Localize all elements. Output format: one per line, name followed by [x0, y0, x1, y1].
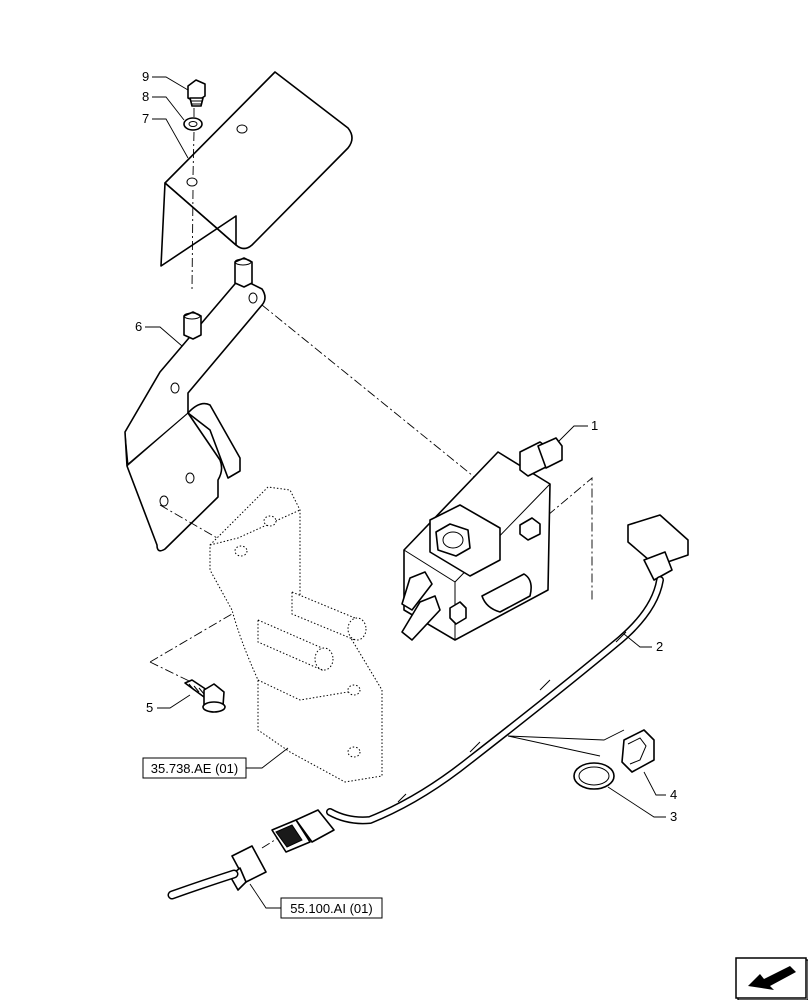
callout-7: 7 — [142, 111, 189, 159]
callout-2: 2 — [623, 633, 663, 654]
callout-label-4: 4 — [670, 787, 677, 802]
callout-6: 6 — [135, 319, 183, 347]
callout-label-6: 6 — [135, 319, 142, 334]
arrow-navigation-icon[interactable] — [735, 957, 808, 1000]
callout-label-3: 3 — [670, 809, 677, 824]
mating-connector — [167, 845, 267, 900]
valve-block — [401, 437, 563, 641]
callout-3: 3 — [607, 786, 677, 824]
frame-bracket-reference-part — [209, 486, 383, 783]
callout-label-7: 7 — [142, 111, 149, 126]
callout-label-2: 2 — [656, 639, 663, 654]
bolt-small — [187, 79, 206, 107]
cover-plate — [160, 71, 353, 267]
wire-harness — [271, 514, 689, 853]
callout-9: 9 — [142, 69, 189, 91]
reference-frame-label[interactable]: 35.738.AE (01) — [151, 761, 238, 776]
callout-8: 8 — [142, 89, 185, 121]
callout-4: 4 — [643, 771, 677, 802]
callout-label-8: 8 — [142, 89, 149, 104]
reference-harness-box[interactable]: 55.100.AI (01) — [249, 883, 383, 919]
reference-harness-label[interactable]: 55.100.AI (01) — [290, 901, 372, 916]
cable-tie — [573, 762, 615, 790]
reference-frame-box[interactable]: 35.738.AE (01) — [142, 747, 289, 779]
callout-label-1: 1 — [591, 418, 598, 433]
washer — [183, 117, 203, 131]
callout-label-9: 9 — [142, 69, 149, 84]
callout-label-5: 5 — [146, 700, 153, 715]
callout-5: 5 — [146, 694, 191, 715]
cable-clip — [621, 729, 655, 773]
flange-bolt — [184, 679, 226, 713]
bracket-plate — [124, 257, 266, 552]
callout-1: 1 — [557, 418, 598, 443]
